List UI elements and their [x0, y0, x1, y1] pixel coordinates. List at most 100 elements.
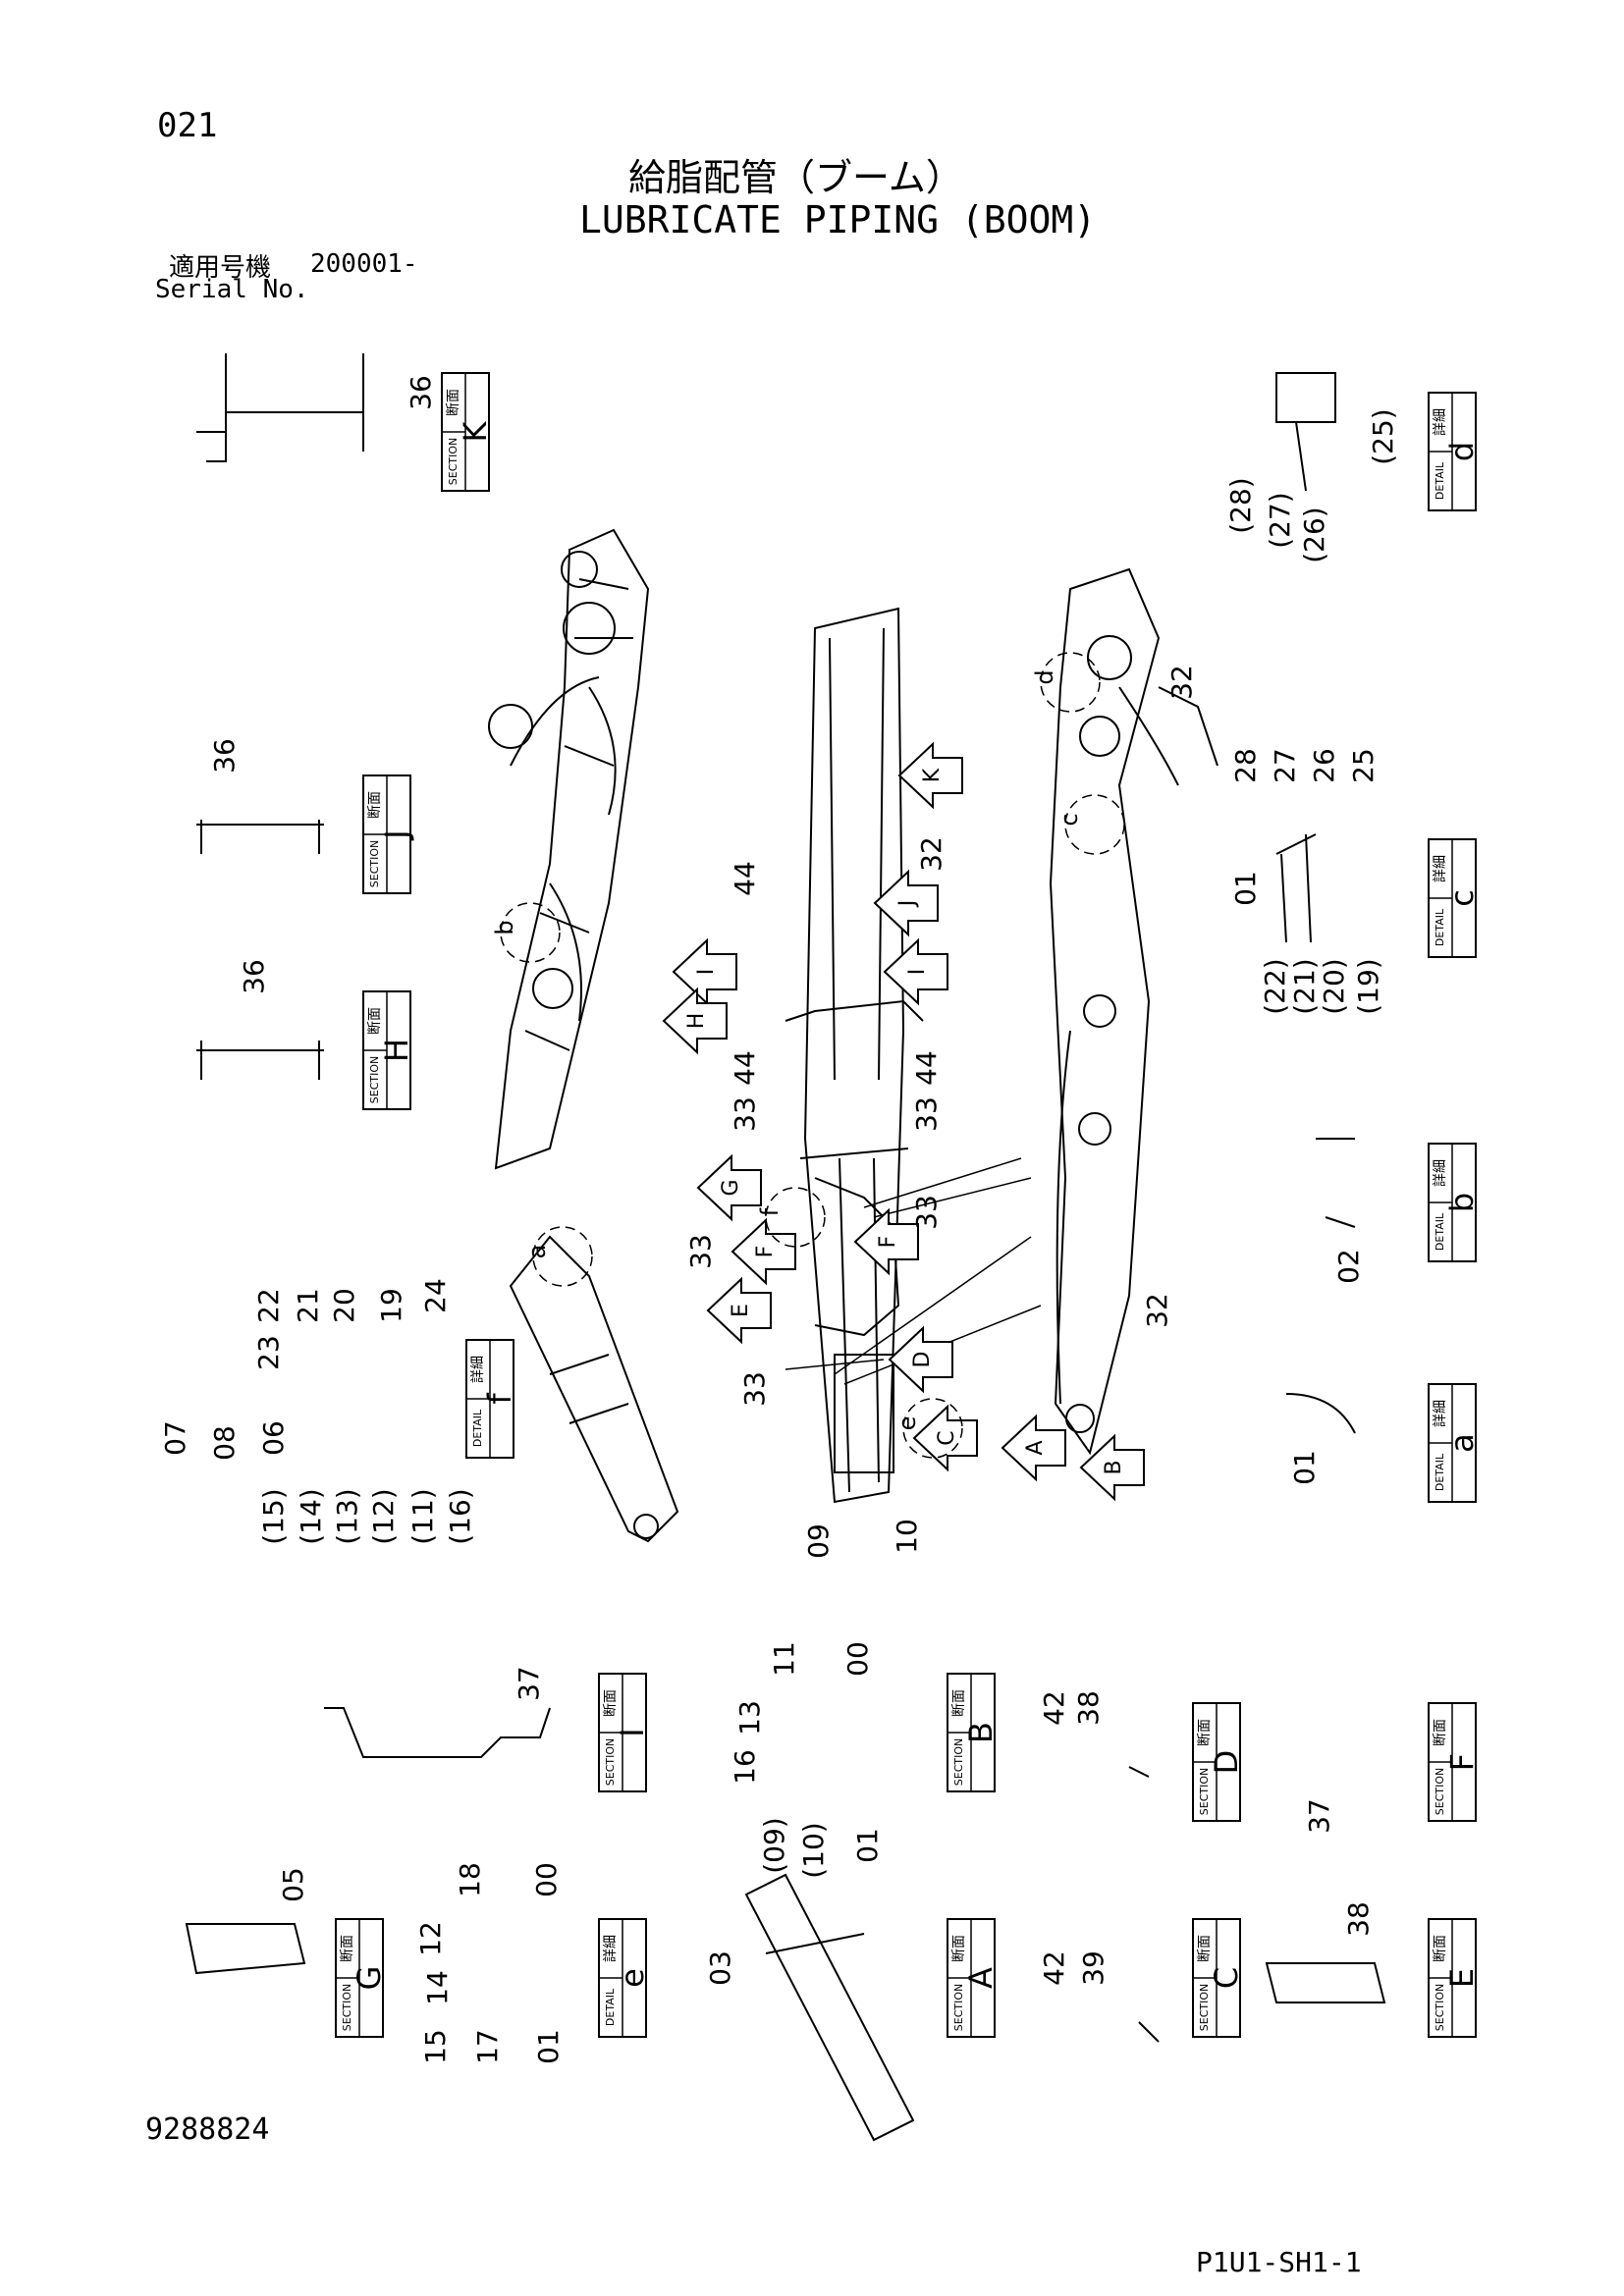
callout-section_c: 42 [1038, 1950, 1070, 1986]
view-arrow-letter: B [1102, 1460, 1126, 1474]
view-arrow-C: C [912, 1404, 978, 1472]
view-box-letter: A [962, 1967, 1000, 1989]
detail-circle-letter: d [1031, 669, 1058, 684]
view-arrow-F: F [853, 1207, 919, 1276]
detail-circle-f: f [756, 1187, 826, 1248]
callout-section_b: 11 [768, 1641, 800, 1677]
view-label-boxes: 断面SECTIONK断面SECTIONJ断面SECTIONH詳細DETAILd詳… [335, 372, 1481, 2038]
section-sketches [185, 353, 1386, 2142]
view-box-jp-label: 詳細 [1433, 1400, 1448, 1427]
callout-section_b: (09) [758, 1817, 790, 1873]
callout-detail_f: (13) [331, 1488, 363, 1544]
view-box-jp-label: 断面 [951, 1689, 967, 1717]
view-arrow-F: F [731, 1217, 796, 1286]
view-box-jp-label: 断面 [1197, 1719, 1213, 1746]
callout-detail_e: 18 [454, 1862, 486, 1897]
detail-circle-letter: a [523, 1245, 551, 1259]
view-box-jp-label: 断面 [1197, 1935, 1213, 1962]
view-arrow-letter: E [729, 1304, 753, 1317]
view-box-jp-label: 断面 [1433, 1719, 1448, 1746]
serial-label-japanese: 適用号機 [169, 253, 272, 283]
view-arrow-letter: F [753, 1246, 778, 1258]
boom-right-drawing [1049, 567, 1218, 1456]
callout-detail_d: (28) [1224, 477, 1257, 533]
view-box-en-label: SECTION [368, 840, 381, 887]
detail-circle-letter: f [756, 1207, 784, 1216]
view-box-letter: d [1443, 442, 1481, 461]
callout-detail_d: (27) [1264, 492, 1296, 548]
view-arrow-letter: F [876, 1236, 900, 1249]
callout-main_view: 33 [729, 1096, 761, 1132]
callout-section_k: 36 [405, 375, 437, 410]
callout-section_i: 37 [513, 1666, 545, 1701]
view-box-letter: b [1443, 1193, 1481, 1212]
callout-detail_e: 17 [471, 2029, 504, 2064]
callout-detail_c: 01 [1229, 871, 1262, 906]
view-box-en-label: DETAIL [1434, 461, 1446, 500]
callout-detail_f: 23 [252, 1335, 285, 1370]
view-box-en-label: SECTION [341, 1984, 353, 2031]
view-arrow-H: H [662, 987, 728, 1055]
view-box-letter: a [1443, 1433, 1481, 1453]
serial-value: 200001- [310, 249, 418, 279]
callout-detail_c: 26 [1308, 748, 1340, 783]
callout-main_view: 44 [729, 861, 761, 896]
detail-circle-d: d [1031, 652, 1101, 713]
callout-main_view: 33 [910, 1195, 943, 1230]
boom-center-drawing [785, 607, 924, 1504]
callout-main_view: 32 [915, 836, 947, 872]
callout-section_a: 03 [704, 1950, 736, 1986]
view-box-en-label: DETAIL [1434, 1453, 1446, 1491]
view-box-jp-label: 断面 [951, 1935, 967, 1962]
view-box-letter: K [457, 420, 494, 442]
callout-section_h: 36 [238, 959, 270, 994]
callout-section_d: 42 [1038, 1690, 1070, 1726]
view-arrow-letter: G [719, 1179, 743, 1196]
callout-section_j: 36 [208, 738, 241, 774]
callout-detail_f: 22 [252, 1288, 285, 1323]
view-box-jp-label: 断面 [446, 389, 461, 416]
view-box-en-label: SECTION [952, 1738, 965, 1786]
view-box-jp-label: 詳細 [603, 1935, 619, 1962]
callout-section_b: 01 [851, 1828, 884, 1863]
boom-lower-left-drawing [509, 1235, 679, 1543]
view-box-en-label: DETAIL [471, 1409, 484, 1447]
callout-section_f: 37 [1303, 1798, 1335, 1834]
view-box-letter: I [614, 1728, 651, 1736]
callout-main_view: 32 [1141, 1293, 1173, 1328]
callout-detail_f: 24 [419, 1278, 452, 1313]
view-arrow-G: G [696, 1153, 762, 1222]
callout-detail_f: (14) [295, 1488, 327, 1544]
callout-detail_f: (15) [257, 1488, 290, 1544]
callout-main_view: 33 [738, 1371, 771, 1407]
view-box-en-label: SECTION [952, 1984, 965, 2031]
view-box-jp-label: 詳細 [1433, 1159, 1448, 1187]
view-box-letter: E [1443, 1968, 1481, 1988]
callout-detail_e: 12 [414, 1921, 447, 1956]
callout-main_view: 44 [729, 1050, 761, 1086]
callout-detail_c: 28 [1229, 748, 1262, 783]
title-japanese: 給脂配管（ブーム） [628, 156, 963, 199]
view-box-letter: e [614, 1968, 651, 1988]
callout-section_b: 13 [733, 1700, 766, 1735]
view-box-jp-label: 詳細 [1433, 855, 1448, 882]
view-arrow-letter: K [920, 768, 945, 782]
callout-detail_c: (21) [1288, 958, 1321, 1014]
view-box-jp-label: 断面 [1433, 1935, 1448, 1962]
view-arrow-letter: I [694, 969, 719, 976]
view-arrow-I: I [883, 937, 948, 1006]
detail-circle-letter: c [1056, 813, 1083, 826]
callout-section_b: 16 [729, 1749, 761, 1785]
sheet-code: P1U1-SH1-1 [1196, 2246, 1362, 2278]
